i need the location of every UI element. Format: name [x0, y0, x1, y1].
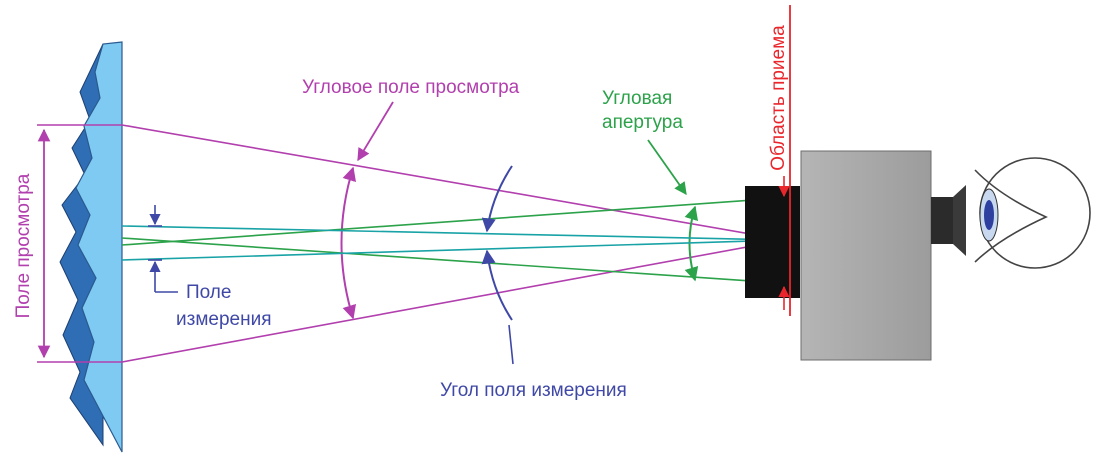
field-of-view-rays — [37, 124, 786, 363]
angular-aperture-label-line1: Угловая — [602, 88, 672, 109]
aperture-rays — [121, 196, 796, 285]
angular-aperture-label-line2: апертура — [602, 112, 683, 133]
measurement-angle-leader — [508, 324, 514, 365]
measurement-angle-arrow-top — [481, 165, 513, 233]
angular-field-of-view-label: Угловое поле просмотра — [302, 77, 520, 98]
measurement-field-label-line1: Поле — [186, 282, 231, 303]
measurement-field-rays — [121, 225, 786, 261]
instrument — [745, 150, 966, 361]
instrument-body — [800, 150, 932, 361]
eye-icon — [974, 157, 1091, 269]
measurement-angle-arrow-bottom — [481, 249, 513, 321]
acceptance-area-label: Область приема — [768, 25, 789, 171]
measurement-field-label-line2: измерения — [176, 309, 271, 330]
instrument-eyecup — [953, 185, 966, 256]
instrument-eyepiece — [931, 197, 953, 244]
sample-surface — [59, 41, 123, 453]
measurement-field-angle-label: Угол поля измерения — [440, 380, 627, 401]
angular-aperture-leader — [647, 139, 687, 196]
field-of-view-label: Поле просмотра — [13, 173, 34, 318]
angular-field-of-view-leader — [357, 101, 394, 162]
surface-front-layer — [75, 41, 123, 453]
measurement-field-dimension — [148, 205, 178, 293]
angular-field-of-view-arc — [340, 166, 357, 320]
instrument-lens — [745, 186, 800, 298]
